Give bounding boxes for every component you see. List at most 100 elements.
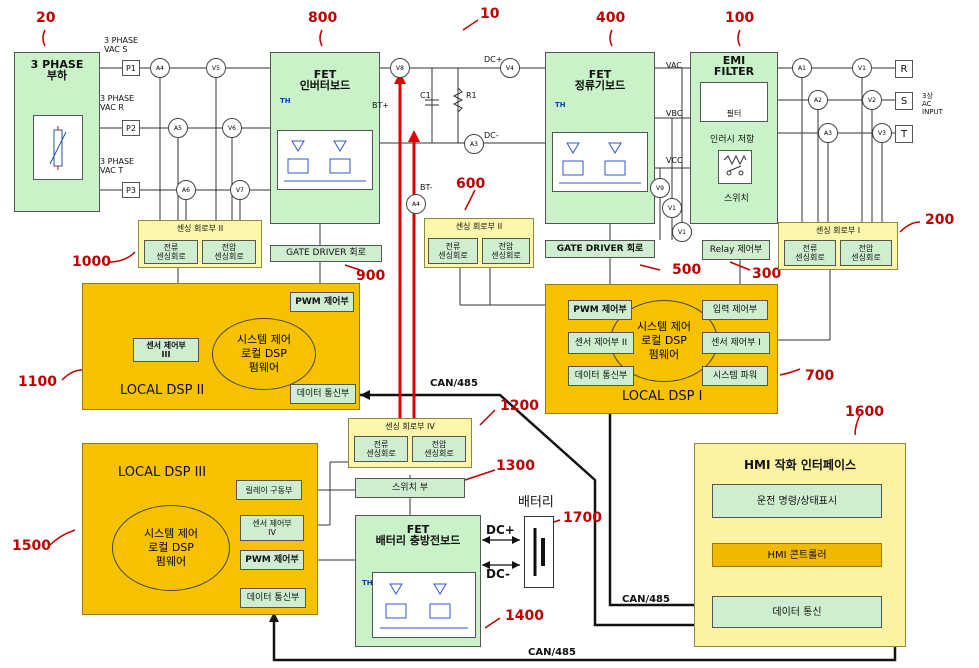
can-label-bottom: CAN/485: [528, 647, 576, 658]
dsp1-sensor2: 센서 제어부 II: [568, 332, 634, 354]
meter-v1-in: V1: [852, 58, 872, 78]
ref-1000: 1000: [72, 254, 111, 270]
terminal-p3: P3: [122, 182, 140, 198]
terminal-p2: P2: [122, 120, 140, 136]
meter-a1: A1: [792, 58, 812, 78]
input-label: 3상 AC INPUT: [922, 92, 943, 116]
battery-dc-minus: DC-: [486, 568, 510, 581]
dsp1-title: LOCAL DSP I: [622, 390, 702, 404]
dsp1-input: 입력 제어부: [702, 300, 768, 320]
rectifier-title: FET 정류기보드: [575, 69, 626, 91]
ref-800: 800: [308, 10, 337, 26]
sensing-right-title: 센싱 회로부 I: [816, 225, 860, 236]
ref-1100: 1100: [18, 374, 57, 390]
dsp3-sensor: 센서 제어부 IV: [240, 515, 304, 541]
sensing-mid-voltage: 전압 센싱회로: [482, 238, 530, 264]
ref-1500: 1500: [12, 538, 51, 554]
rectifier-th-label: TH: [555, 100, 566, 111]
dsp1-power: 시스템 파워: [702, 366, 768, 386]
meter-a5: A5: [168, 118, 188, 138]
sensing-left-current: 전류 센싱회로: [144, 240, 198, 264]
battery-label: 배터리: [518, 496, 554, 510]
sensing-right-voltage: 전압 센싱회로: [840, 240, 892, 266]
dc-minus-label: DC-: [484, 130, 499, 141]
phase-s-label: 3 PHASE VAC S: [104, 36, 138, 54]
hmi-data-comm: 데이터 통신: [712, 596, 882, 628]
bt-plus-label: BT+: [372, 100, 389, 111]
battery-dc-plus: DC+: [486, 524, 515, 537]
sensing-left-voltage: 전압 센싱회로: [202, 240, 256, 264]
dsp2-comm: 데이터 통신부: [290, 384, 356, 404]
rectifier-fet-pair: [552, 132, 648, 192]
vbc-label: VBC: [666, 108, 682, 119]
battery-icon: [524, 516, 554, 588]
load-title: 3 PHASE 부하: [31, 59, 84, 81]
ref-1200: 1200: [500, 398, 539, 414]
inverter-fet-icon: [280, 133, 370, 187]
dsp2-sensor: 센서 제어부 III: [133, 338, 199, 362]
gate-driver-inverter: GATE DRIVER 회로: [270, 245, 382, 262]
rectifier-fet-icon: [555, 135, 645, 189]
dsp2-pwm: PWM 제어부: [290, 292, 354, 312]
hmi-controller: HMI 콘트롤러: [712, 543, 882, 567]
input-terminal-t: T: [895, 125, 913, 143]
r1-label: R1: [466, 90, 477, 101]
dsp2-title: LOCAL DSP II: [120, 384, 204, 398]
dsp3-relay: 릴레이 구동부: [236, 480, 302, 500]
ref-300: 300: [752, 266, 781, 282]
can-label-mid: CAN/485: [622, 594, 670, 605]
meter-a6: A6: [176, 180, 196, 200]
switch-unit: 스위치 부: [355, 478, 465, 498]
charger-fet-icon: [376, 576, 472, 634]
emi-title: EMI FILTER: [714, 55, 754, 77]
dsp3-core: 시스템 제어 로컬 DSP 펌웨어: [112, 505, 230, 591]
meter-a3-in: A3: [818, 123, 838, 143]
ref-1400: 1400: [505, 608, 544, 624]
dsp3-title: LOCAL DSP III: [118, 466, 206, 480]
dsp1-pwm: PWM 제어부: [568, 300, 632, 320]
ref-600: 600: [456, 176, 485, 192]
inverter-title: FET 인버터보드: [300, 69, 351, 91]
meter-a2: A2: [808, 90, 828, 110]
ref-400: 400: [596, 10, 625, 26]
terminal-p1: P1: [122, 60, 140, 76]
load-symbol: [33, 115, 83, 180]
meter-v8: V8: [390, 58, 410, 78]
dsp3-pwm: PWM 제어부: [240, 550, 304, 570]
sensing-4-voltage: 전압 센싱회로: [412, 436, 466, 462]
sensing-4-title: 센싱 회로부 IV: [385, 421, 435, 432]
meter-a3-dc: A3: [464, 134, 484, 154]
meter-v5: V5: [206, 58, 226, 78]
sensing-mid-current: 전류 센싱회로: [428, 238, 478, 264]
emi-filter-block: 필터: [700, 82, 768, 122]
ref-1300: 1300: [496, 458, 535, 474]
meter-v6: V6: [222, 118, 242, 138]
meter-v4: V4: [500, 58, 520, 78]
meter-a4-bt: A4: [406, 194, 426, 214]
ref-500: 500: [672, 262, 701, 278]
dsp3-comm: 데이터 통신부: [240, 588, 306, 608]
meter-v2: V2: [862, 90, 882, 110]
bt-minus-label: BT-: [420, 182, 433, 193]
inverter-fet-pair: [277, 130, 373, 190]
ref-1700: 1700: [563, 510, 602, 526]
can-label-top: CAN/485: [430, 378, 478, 389]
dc-plus-label: DC+: [484, 54, 502, 65]
sensing-left-title: 센싱 회로부 II: [177, 223, 224, 234]
input-terminal-s: S: [895, 92, 913, 110]
meter-v3: V3: [872, 123, 892, 143]
sensing-right-current: 전류 센싱회로: [784, 240, 836, 266]
phase-t-label: 3 PHASE VAC T: [100, 157, 134, 175]
meter-a4-left: A4: [150, 58, 170, 78]
meter-v1-a: V1: [662, 198, 682, 218]
hmi-title: HMI 작화 인터페이스: [744, 460, 856, 471]
phase-r-label: 3 PHASE VAC R: [100, 94, 134, 112]
meter-v1-b: V1: [672, 222, 692, 242]
meter-v7: V7: [230, 180, 250, 200]
load-resistor-icon: [48, 126, 68, 170]
charger-fet-pair: [372, 572, 476, 638]
hmi-run-status: 운전 명령/상태표시: [712, 484, 882, 518]
inrush-label: 인러시 저항: [710, 135, 754, 146]
inverter-th-label: TH: [280, 96, 291, 107]
switch-label: 스위치: [724, 194, 749, 205]
